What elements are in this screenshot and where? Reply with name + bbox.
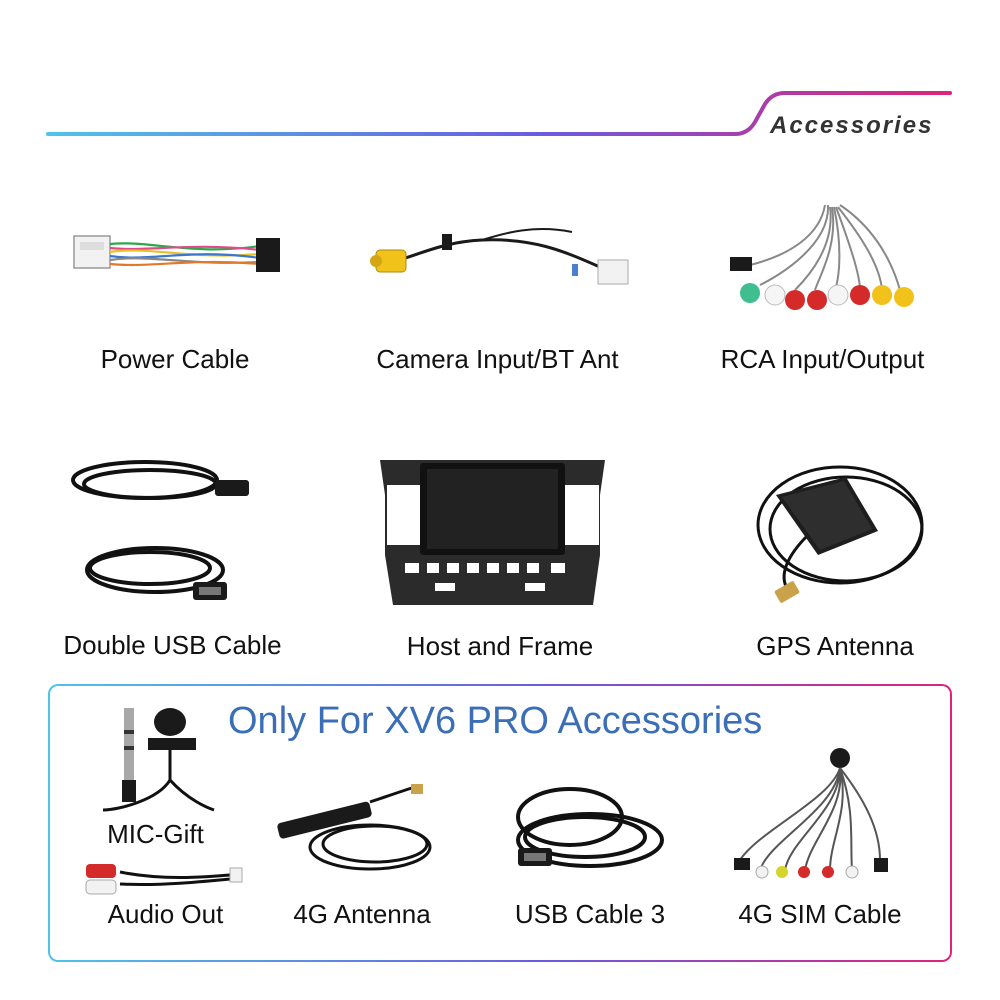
- item-label-usb-cable-3: USB Cable 3: [514, 899, 666, 929]
- power-cable-icon: [73, 235, 280, 272]
- antenna-4g-icon: [277, 784, 432, 871]
- audio-out-cable-icon: [85, 864, 243, 895]
- item-label-mic-gift: MIC-Gift: [107, 819, 204, 849]
- head-unit-icon: [380, 460, 605, 605]
- sim-cable-icon: [734, 748, 888, 879]
- item-label-audio-out: Audio Out: [107, 899, 224, 929]
- header-divider: [46, 91, 952, 136]
- usb-cable-icon: [516, 787, 664, 868]
- gps-antenna-icon: [756, 465, 924, 603]
- usb-cable-icon: [71, 460, 249, 600]
- item-label-camera-input: Camera Input/BT Ant: [376, 344, 619, 374]
- pro-accessories-panel: [48, 684, 952, 962]
- camera-cable-icon: [370, 228, 629, 285]
- page-title: Accessories: [770, 112, 934, 139]
- item-label-rca: RCA Input/Output: [720, 344, 925, 374]
- microphone-icon: [102, 708, 215, 812]
- item-label-4g-antenna: 4G Antenna: [293, 899, 431, 929]
- rca-cable-icon: [730, 204, 914, 310]
- item-label-host-frame: Host and Frame: [406, 631, 594, 661]
- pro-section-title: Only For XV6 PRO Accessories: [228, 700, 763, 742]
- item-label-4g-sim-cable: 4G SIM Cable: [738, 899, 902, 929]
- item-label-double-usb: Double USB Cable: [63, 630, 282, 660]
- item-label-gps: GPS Antenna: [756, 631, 914, 661]
- item-label-power-cable: Power Cable: [100, 344, 250, 374]
